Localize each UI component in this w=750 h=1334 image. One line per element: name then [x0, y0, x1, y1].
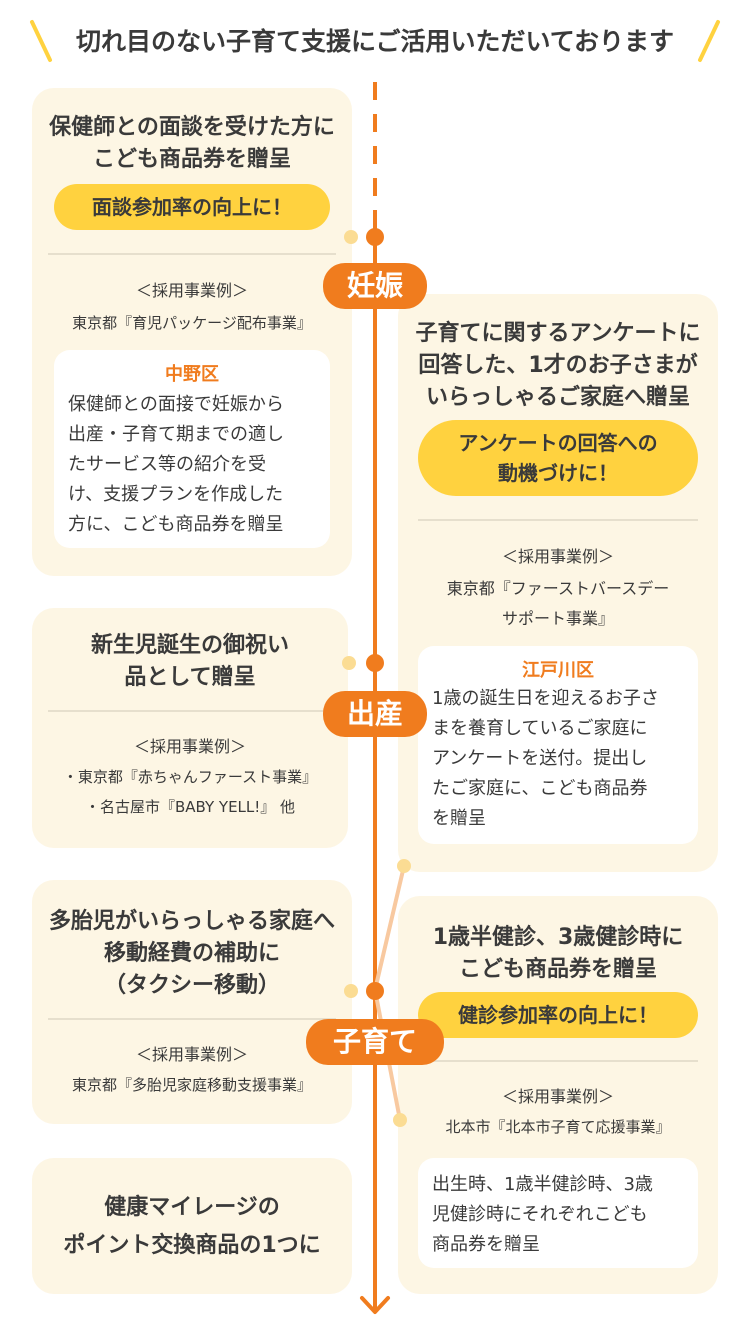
- adoption-heading: ＜採用事業例＞: [501, 1087, 614, 1106]
- detail-line: アンケートを送付。提出し: [432, 748, 648, 769]
- branch-line: [373, 865, 406, 991]
- divider: [48, 710, 332, 712]
- timeline-dot: [366, 228, 384, 246]
- detail-line: け、支援プランを作成した: [68, 484, 284, 505]
- card-title-line: 保健師との面談を受けた方に: [49, 115, 335, 140]
- interview-rate-pill: 面談参加率の向上に！: [54, 184, 330, 230]
- timeline-dot: [366, 982, 384, 1000]
- example-detail-box: 中野区 保健師との面接で妊娠から 出産・子育て期までの適し たサービス等の紹介を…: [54, 350, 330, 548]
- detail-line: 方に、こども商品券を贈呈: [68, 514, 284, 535]
- timeline-dot: [366, 654, 384, 672]
- example-detail-box: 江戸川区 1歳の誕生日を迎えるお子さ まを養育しているご家庭に アンケートを送付…: [418, 646, 698, 844]
- detail-line: 出産・子育て期までの適し: [68, 424, 284, 445]
- card-title-line: 回答した、1才のお子さまが: [418, 353, 698, 378]
- card-title-line: 多胎児がいらっしゃる家庭へ: [48, 909, 335, 934]
- slash-right-decoration: [698, 20, 720, 62]
- card-title-line: 1歳半健診、3歳健診時に: [432, 925, 684, 950]
- stage-badge-childcare: 子育て: [306, 1019, 444, 1065]
- adoption-example: ・名古屋市『BABY YELL!』 他: [84, 798, 296, 816]
- connector-dot: [393, 1113, 407, 1127]
- detail-line: を贈呈: [432, 808, 486, 829]
- survey-motivation-pill: アンケートの回答への 動機づけに！: [418, 420, 698, 496]
- adoption-example: 東京都『育児パッケージ配布事業』: [72, 314, 312, 332]
- adoption-heading: ＜採用事業例＞: [133, 737, 246, 756]
- adoption-example: 東京都『ファーストバースデー: [446, 579, 670, 598]
- divider: [48, 253, 336, 255]
- card-title-line: こども商品券を贈呈: [92, 147, 291, 172]
- divider: [418, 1060, 698, 1062]
- adoption-example: サポート事業』: [501, 609, 614, 628]
- detail-line: たご家庭に、こども商品券: [432, 778, 648, 799]
- detail-line: 1歳の誕生日を迎えるお子さ: [432, 688, 659, 709]
- adoption-heading: ＜採用事業例＞: [135, 1045, 248, 1064]
- detail-line: 商品券を贈呈: [432, 1234, 540, 1255]
- card-title-line: ポイント交換商品の1つに: [63, 1233, 321, 1258]
- card-title-line: 新生児誕生の御祝い: [90, 633, 289, 658]
- detail-line: まを養育しているご家庭に: [432, 718, 648, 739]
- checkup-rate-pill: 健診参加率の向上に！: [418, 992, 698, 1038]
- card-survey: 子育てに関するアンケートに 回答した、1才のお子さまが いらっしゃるご家庭へ贈呈…: [398, 294, 718, 872]
- card-birth-gift: 新生児誕生の御祝い 品として贈呈 ＜採用事業例＞ ・東京都『赤ちゃんファースト事…: [32, 608, 348, 848]
- adoption-example: 北本市『北本市子育て応援事業』: [445, 1118, 671, 1136]
- ward-name: 中野区: [165, 364, 219, 385]
- adoption-example: 東京都『多胎児家庭移動支援事業』: [71, 1076, 312, 1094]
- detail-line: 児健診時にそれぞれこども: [432, 1204, 648, 1225]
- slash-left-decoration: [30, 20, 52, 62]
- divider: [48, 1018, 336, 1020]
- card-checkup: 1歳半健診、3歳健診時に こども商品券を贈呈 健診参加率の向上に！ ＜採用事業例…: [398, 896, 718, 1294]
- ward-name: 江戸川区: [522, 660, 594, 681]
- pill-line: 動機づけに！: [498, 461, 618, 485]
- detail-line: たサービス等の紹介を受: [68, 454, 266, 475]
- adoption-example: ・東京都『赤ちゃんファースト事業』: [62, 768, 318, 786]
- detail-line: 出生時、1歳半健診時、3歳: [432, 1174, 653, 1195]
- pill-line: アンケートの回答への: [458, 431, 658, 455]
- card-title-line: 品として贈呈: [124, 665, 256, 690]
- adoption-heading: ＜採用事業例＞: [135, 281, 248, 300]
- header-title: 切れ目のない子育て支援にご活用いただいております: [75, 27, 674, 56]
- connector-dot: [397, 859, 411, 873]
- stage-badge-pregnancy: 妊娠: [323, 263, 427, 309]
- stage-badge-birth: 出産: [323, 691, 427, 737]
- card-title-line: 子育てに関するアンケートに: [415, 321, 701, 346]
- card-health-mileage: 健康マイレージの ポイント交換商品の1つに: [32, 1158, 352, 1294]
- connector-dot: [342, 656, 356, 670]
- card-title-line: いらっしゃるご家庭へ贈呈: [425, 385, 690, 410]
- connector-dot: [344, 230, 358, 244]
- card-pregnancy-interview: 保健師との面談を受けた方に こども商品券を贈呈 面談参加率の向上に！ ＜採用事業…: [32, 88, 352, 576]
- card-multiple-birth: 多胎児がいらっしゃる家庭へ 移動経費の補助に （タクシー移動） ＜採用事業例＞ …: [32, 880, 352, 1124]
- card-title-line: （タクシー移動）: [103, 973, 280, 998]
- card-title-line: こども商品券を贈呈: [458, 957, 657, 982]
- detail-line: 保健師との面接で妊娠から: [68, 394, 284, 415]
- adoption-heading: ＜採用事業例＞: [501, 547, 614, 566]
- card-title-line: 移動経費の補助に: [103, 941, 280, 966]
- card-title-line: 健康マイレージの: [104, 1195, 280, 1220]
- example-detail-box: 出生時、1歳半健診時、3歳 児健診時にそれぞれこども 商品券を贈呈: [418, 1158, 698, 1268]
- connector-dot: [344, 984, 358, 998]
- divider: [418, 519, 698, 521]
- timeline-arrow-head: [360, 1296, 390, 1314]
- header: 切れ目のない子育て支援にご活用いただいております: [0, 0, 750, 80]
